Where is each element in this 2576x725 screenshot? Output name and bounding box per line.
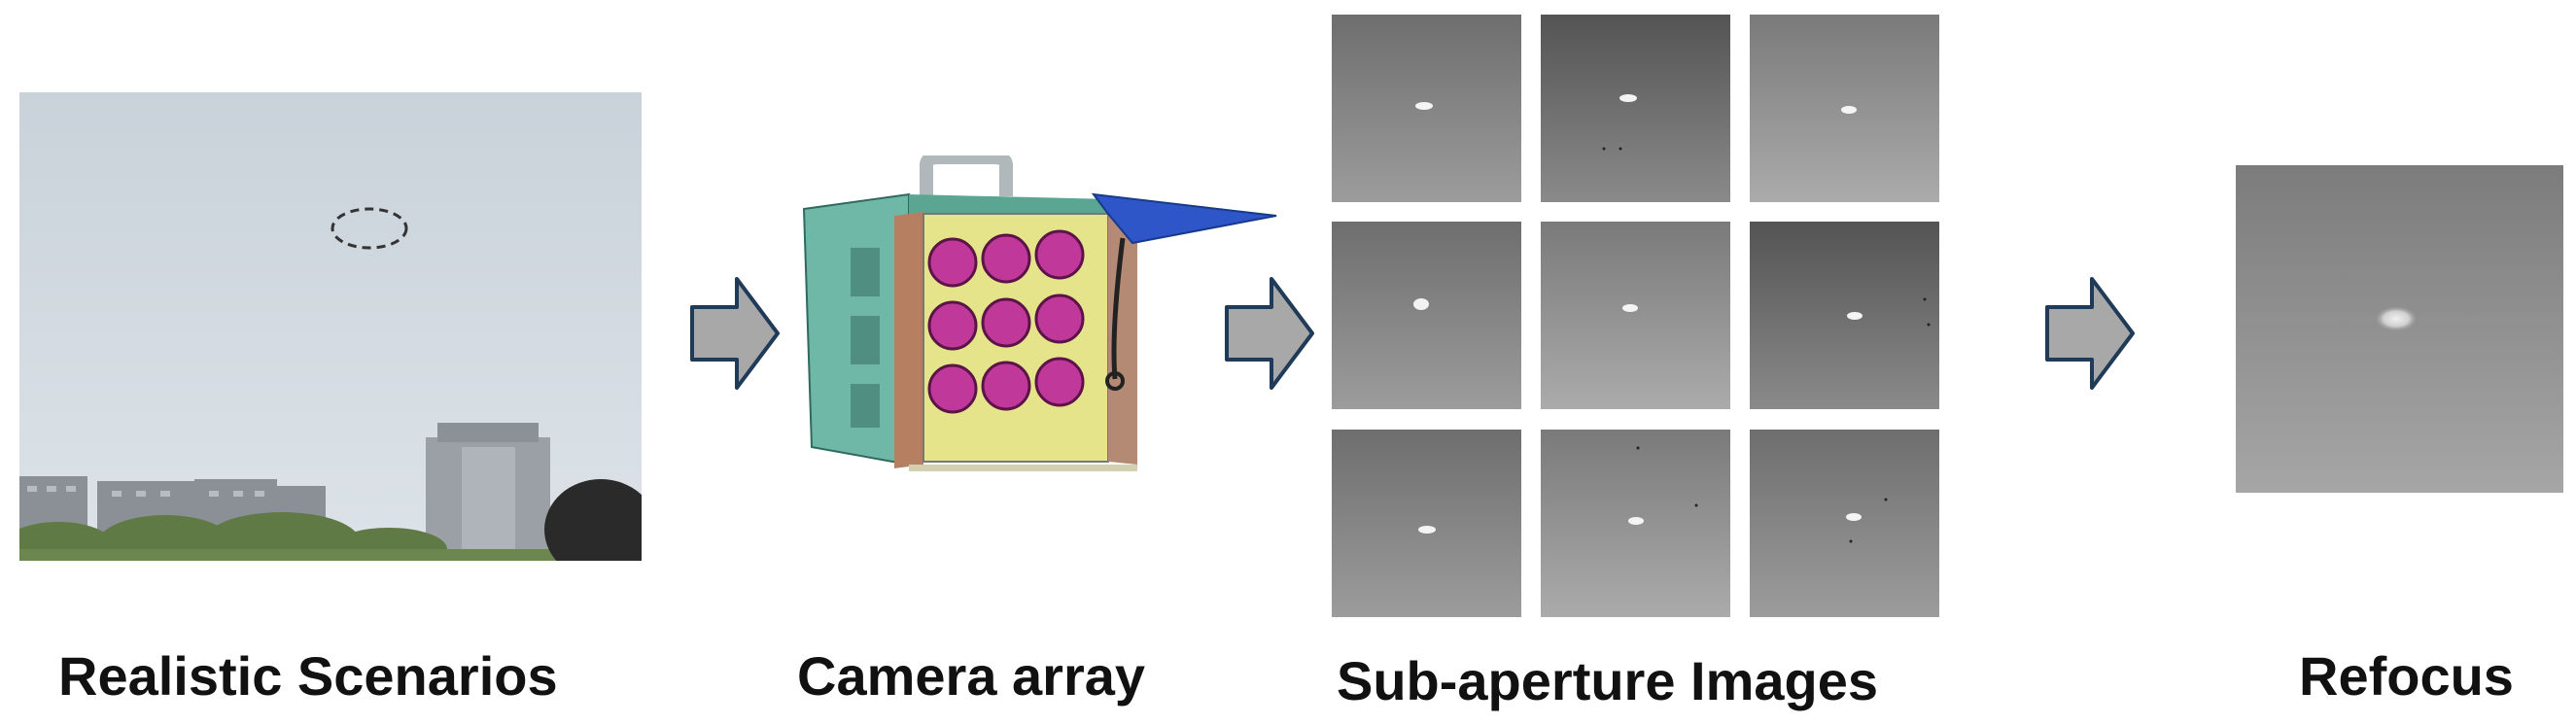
sub-aperture-image [1541, 15, 1730, 202]
lens [927, 300, 978, 351]
lens [1034, 229, 1085, 280]
sub-aperture-image [1332, 15, 1521, 202]
sub-aperture-image [1541, 222, 1730, 409]
sub-aperture-image [1750, 430, 1939, 617]
realistic-scenario-photo [0, 92, 657, 580]
caption-sub-aperture-images: Sub-aperture Images [1337, 650, 1879, 711]
lens [927, 237, 978, 288]
caption-refocus: Refocus [2299, 645, 2514, 707]
sub-aperture-image [1332, 222, 1521, 409]
caption-realistic-scenarios: Realistic Scenarios [58, 645, 558, 707]
lens [1034, 357, 1085, 407]
right-arrow-icon [2043, 275, 2137, 397]
target-marker [331, 207, 408, 250]
camera-array-device [802, 151, 1278, 471]
sub-aperture-image [1541, 430, 1730, 617]
lens [981, 297, 1031, 348]
sub-aperture-image [1332, 430, 1521, 617]
refocus-image [2236, 165, 2563, 493]
caption-camera-array: Camera array [797, 645, 1146, 707]
lens [981, 361, 1031, 411]
right-arrow-icon [688, 275, 782, 397]
lens [927, 363, 978, 414]
lens [981, 233, 1031, 284]
sub-aperture-image [1750, 222, 1939, 409]
right-arrow-icon [1223, 275, 1316, 397]
lens [1034, 293, 1085, 344]
person-head [544, 479, 657, 580]
sub-aperture-image [1750, 15, 1939, 202]
